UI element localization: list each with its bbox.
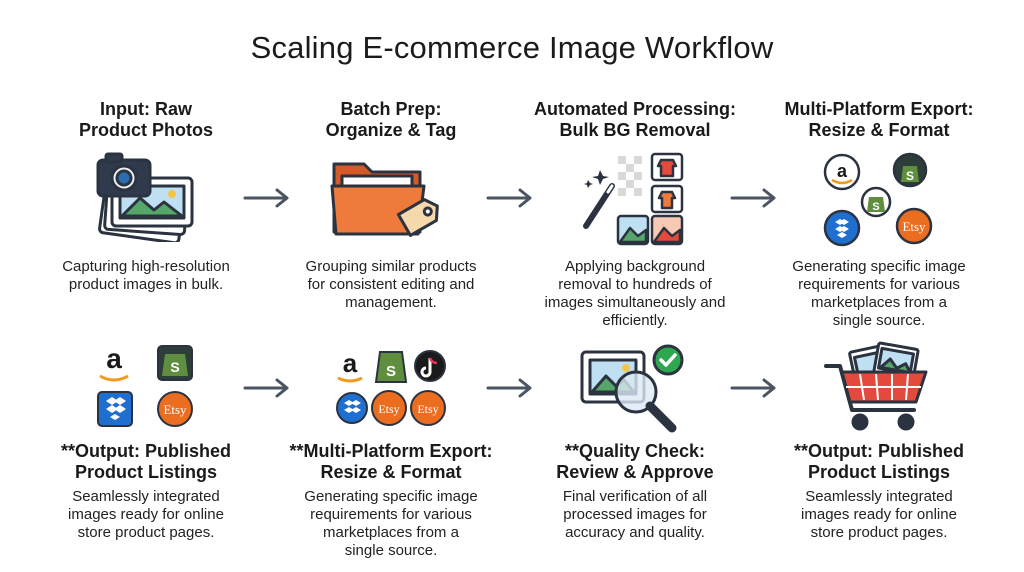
arrow-right-icon xyxy=(730,188,776,208)
arrow-right-icon xyxy=(486,188,532,208)
step-desc: Generating specific image requirements f… xyxy=(792,258,966,329)
step-automated-processing: Automated Processing: Bulk BG Removal xyxy=(533,99,737,140)
step-output-published-2: **Output: Published Product Listings Sea… xyxy=(794,441,964,541)
step-quality-check: **Quality Check: Review & Approve Final … xyxy=(556,441,714,541)
step-desc: Grouping similar products for consistent… xyxy=(305,258,477,311)
arrow-right-icon xyxy=(730,378,776,398)
arrow-right-icon xyxy=(243,378,289,398)
svg-text:S: S xyxy=(872,201,879,213)
step-batch-prep: Batch Prep: Organize & Tag xyxy=(325,99,457,140)
camera-photos-icon xyxy=(96,152,194,242)
magic-wand-grid-icon xyxy=(583,152,684,246)
svg-text:S: S xyxy=(386,363,396,380)
step-output-published: **Output: Published Product Listings Sea… xyxy=(61,441,231,541)
svg-text:Etsy: Etsy xyxy=(417,402,438,416)
arrow-right-icon xyxy=(486,378,532,398)
step-multi-platform-export: Multi-Platform Export: Resize & Format xyxy=(784,99,974,140)
svg-text:Etsy: Etsy xyxy=(163,402,187,417)
step-desc: Applying background removal to hundreds … xyxy=(544,258,726,329)
svg-text:S: S xyxy=(906,169,914,183)
arrow-right-icon xyxy=(243,188,289,208)
page-title: Scaling E-commerce Image Workflow xyxy=(250,30,774,65)
svg-text:S: S xyxy=(170,359,179,375)
folder-tag-icon xyxy=(330,162,439,237)
shopping-cart-icon xyxy=(824,341,928,431)
svg-text:Etsy: Etsy xyxy=(902,219,926,234)
svg-text:Etsy: Etsy xyxy=(378,402,399,416)
magnifier-check-icon xyxy=(580,344,684,433)
marketplace-logos-icon: a S S Etsy xyxy=(823,152,933,247)
step-desc: Capturing high-resolution product images… xyxy=(62,258,230,293)
step-input-raw: Input: Raw Product Photos xyxy=(31,99,261,141)
marketplace-logos-grid-icon: a S Etsy xyxy=(97,343,193,427)
svg-text:a: a xyxy=(343,348,358,378)
step-heading: Input: Raw Product Photos xyxy=(79,99,213,140)
marketplace-logos-row-icon: a S Etsy Etsy xyxy=(336,348,446,426)
svg-text:a: a xyxy=(106,343,122,374)
step-multi-platform-export-2: **Multi-Platform Export: Resize & Format… xyxy=(289,441,493,559)
svg-text:a: a xyxy=(837,161,848,181)
